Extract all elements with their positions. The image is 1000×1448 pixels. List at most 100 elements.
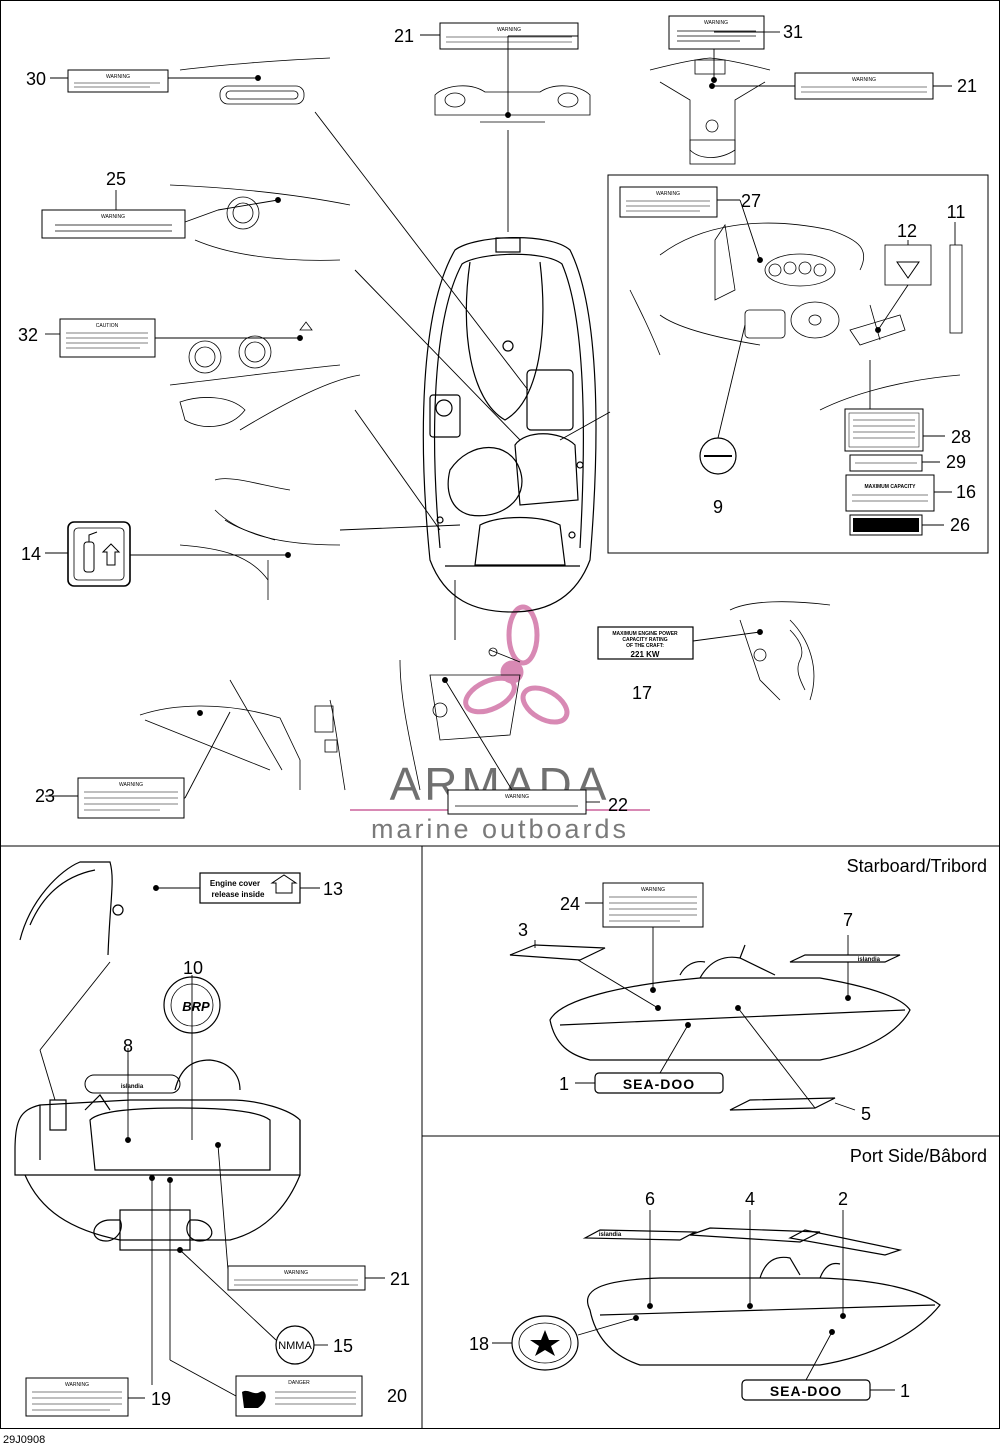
boat-top-view xyxy=(422,237,597,613)
svg-text:CAPACITY RATING: CAPACITY RATING xyxy=(622,637,667,643)
callout-24: 24 xyxy=(560,894,580,914)
detail-17 xyxy=(729,601,831,701)
nmma-text: NMMA xyxy=(278,1340,312,1352)
svg-text:MAXIMUM ENGINE POWER: MAXIMUM ENGINE POWER xyxy=(612,631,678,637)
max-power-value: 221 KW xyxy=(631,650,660,659)
emission-badge-18 xyxy=(511,1315,579,1371)
label-21-right: WARNING xyxy=(794,72,934,100)
callout-1-starboard: 1 xyxy=(559,1074,569,1094)
detail-23 xyxy=(139,679,346,791)
callout-9: 9 xyxy=(713,497,723,517)
label-16: MAXIMUM CAPACITY xyxy=(845,474,935,512)
callout-21-rear: 21 xyxy=(390,1269,410,1289)
callout-5: 5 xyxy=(861,1104,871,1124)
seadoo-text-starboard: SEA-DOO xyxy=(623,1076,695,1092)
label-20: DANGER xyxy=(235,1375,363,1417)
label-9-emblem xyxy=(699,437,737,475)
label-28 xyxy=(844,408,924,452)
callout-16: 16 xyxy=(956,482,976,502)
starboard-view xyxy=(509,944,911,1111)
svg-text:WARNING: WARNING xyxy=(505,794,529,800)
leader-lines xyxy=(39,31,956,1399)
svg-text:WARNING: WARNING xyxy=(641,887,665,893)
label-27: WARNING xyxy=(619,186,718,218)
label-29 xyxy=(849,454,923,472)
detail-25 xyxy=(169,184,351,261)
svg-text:OF THE CRAFT:: OF THE CRAFT: xyxy=(626,643,664,649)
callout-31: 31 xyxy=(783,22,803,42)
islandia-decal-rear: islandia xyxy=(84,1074,181,1094)
detail-21-top xyxy=(434,85,591,123)
label-32: CAUTION xyxy=(59,318,156,358)
callout-26: 26 xyxy=(950,515,970,535)
callout-21-top: 21 xyxy=(394,26,414,46)
detail-22 xyxy=(399,647,521,791)
callout-12: 12 xyxy=(897,221,917,241)
callout-27: 27 xyxy=(741,191,761,211)
islandia-text-8: islandia xyxy=(121,1084,144,1090)
svg-text:WARNING: WARNING xyxy=(497,27,521,33)
svg-text:CAUTION: CAUTION xyxy=(96,323,119,329)
engine-cover-line2: release inside xyxy=(212,890,265,899)
callout-7: 7 xyxy=(843,910,853,930)
svg-text:WARNING: WARNING xyxy=(65,1382,89,1388)
callout-6: 6 xyxy=(645,1189,655,1209)
brp-text: BRP xyxy=(182,999,210,1014)
svg-text:DANGER: DANGER xyxy=(288,1380,310,1386)
seadoo-text-port: SEA-DOO xyxy=(770,1383,842,1399)
callout-8: 8 xyxy=(123,1036,133,1056)
engine-cover-line1: Engine cover xyxy=(210,879,260,888)
callout-22: 22 xyxy=(608,795,628,815)
callout-1-port: 1 xyxy=(900,1381,910,1401)
label-25: WARNING xyxy=(41,209,186,239)
propeller-icon xyxy=(463,604,570,725)
islandia-text-7: islandia xyxy=(858,957,881,963)
callout-28: 28 xyxy=(951,427,971,447)
callout-15: 15 xyxy=(333,1336,353,1356)
svg-text:WARNING: WARNING xyxy=(656,191,680,197)
callouts: 30 2 5 32 14 23 21 31 21 27 1 1 12 28 29 1… xyxy=(18,22,977,1409)
label-26 xyxy=(849,514,923,536)
islandia-text-6: islandia xyxy=(599,1232,622,1238)
detail-30 xyxy=(179,57,331,105)
label-31: WARNING xyxy=(668,15,765,50)
callout-13: 13 xyxy=(323,879,343,899)
callout-20: 20 xyxy=(387,1386,407,1406)
svg-text:WARNING: WARNING xyxy=(119,782,143,788)
seadoo-logo-starboard: SEA-DOO xyxy=(594,1072,724,1094)
detail-32 xyxy=(169,321,361,431)
callout-18: 18 xyxy=(469,1334,489,1354)
label-30: WARNING xyxy=(67,69,169,93)
label-14-extinguisher xyxy=(67,521,131,587)
label-21-rear: WARNING xyxy=(227,1265,366,1291)
callout-32: 32 xyxy=(18,325,38,345)
svg-text:MAXIMUM CAPACITY: MAXIMUM CAPACITY xyxy=(864,484,916,490)
svg-text:WARNING: WARNING xyxy=(101,214,125,220)
callout-14: 14 xyxy=(21,544,41,564)
callout-10: 10 xyxy=(183,958,203,978)
label-19: WARNING xyxy=(25,1377,129,1417)
detail-31 xyxy=(649,57,771,165)
svg-text:WARNING: WARNING xyxy=(704,20,728,26)
label-22: WARNING xyxy=(447,789,587,815)
port-view xyxy=(582,1227,941,1366)
callout-23: 23 xyxy=(35,786,55,806)
starboard-title: Starboard/Tribord xyxy=(847,856,987,876)
rear-view xyxy=(14,861,301,1251)
seadoo-logo-port: SEA-DOO xyxy=(741,1379,871,1401)
dashboard-inset xyxy=(629,222,963,411)
callout-17: 17 xyxy=(632,683,652,703)
callout-29: 29 xyxy=(946,452,966,472)
label-15-nmma: NMMA xyxy=(275,1325,315,1365)
callout-21-right: 21 xyxy=(957,76,977,96)
detail-14 xyxy=(179,478,341,600)
drawing-code: 29J0908 xyxy=(3,1434,45,1446)
callout-4: 4 xyxy=(745,1189,755,1209)
port-title: Port Side/Bâbord xyxy=(850,1146,987,1166)
svg-text:WARNING: WARNING xyxy=(852,77,876,83)
callout-30: 30 xyxy=(26,69,46,89)
callout-2: 2 xyxy=(838,1189,848,1209)
label-24: WARNING xyxy=(602,882,704,928)
callout-3: 3 xyxy=(518,920,528,940)
